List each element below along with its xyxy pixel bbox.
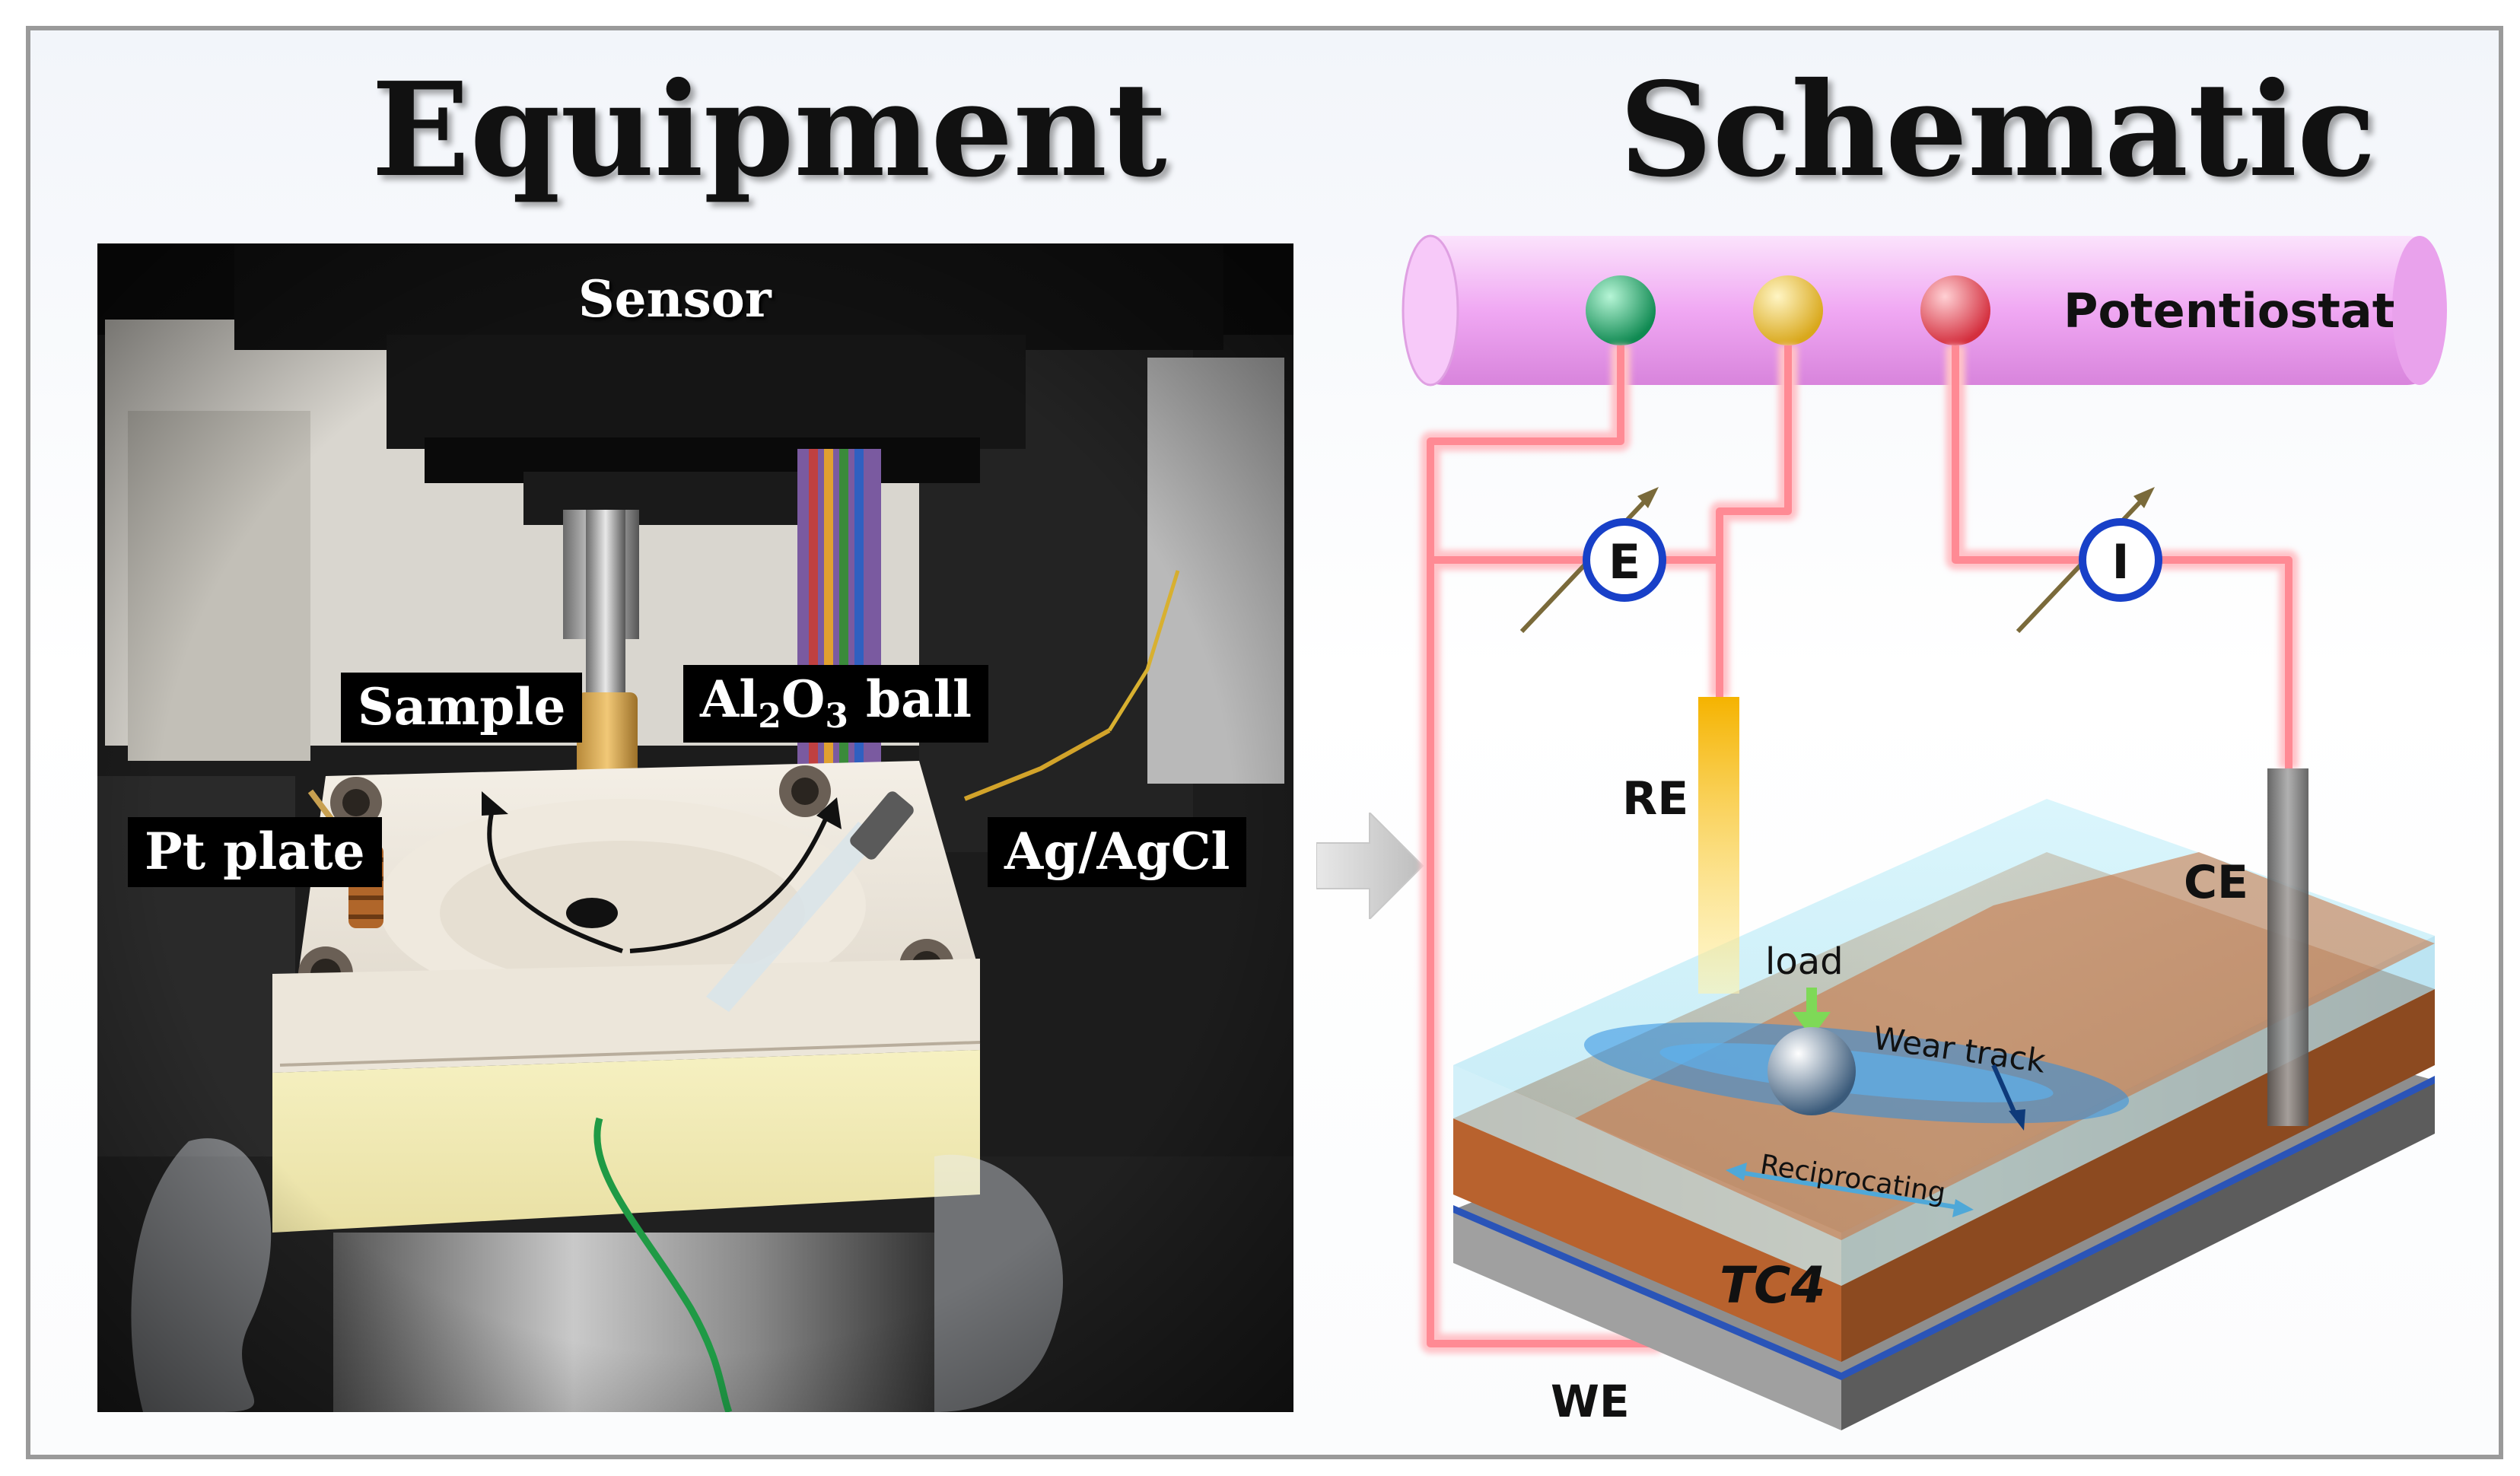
transition-arrow	[1316, 813, 1424, 919]
alumina-ball	[1768, 1027, 1856, 1115]
load-arrow-head	[1793, 1012, 1831, 1038]
sample-label: Sample	[341, 673, 583, 743]
reference-electrode	[1698, 697, 1739, 994]
current-meter: I	[2016, 487, 2162, 634]
potentiostat-label: Potentiostat	[2063, 283, 2394, 339]
meter-e-label: E	[1608, 534, 1640, 590]
ce-label: CE	[2184, 856, 2248, 909]
counter-electrode	[2267, 768, 2308, 1126]
we-label: WE	[1551, 1376, 1630, 1427]
coating-layer-left	[1453, 1205, 1841, 1380]
equipment-photo: Sensor Sample Al2O3 ball Pt plate Ag/AgC…	[97, 243, 1293, 1412]
schematic-diagram: Potentiostat E I	[1402, 234, 2447, 1430]
sample-side-left	[1453, 1118, 1841, 1362]
ag-agcl-label: Ag/AgCl	[988, 817, 1247, 887]
load-arrow-shaft	[1806, 988, 1817, 1015]
sample-visible-surface	[1575, 852, 2435, 1240]
potentiostat-tube	[1402, 234, 2447, 386]
wear-track-pointer	[1991, 1064, 2019, 1118]
re-label: RE	[1622, 772, 1688, 825]
al2o3-ball-label: Al2O3 ball	[683, 665, 989, 743]
meter-i-label: I	[2111, 534, 2129, 590]
electrolyte-side-left	[1453, 1065, 1841, 1286]
sensor-label: Sensor	[578, 269, 772, 329]
coating-layer-right	[1841, 1076, 2435, 1380]
pt-plate-label: Pt plate	[128, 817, 382, 887]
potential-meter: E	[1519, 487, 1666, 634]
tc4-label: TC4	[1720, 1256, 1825, 1315]
reciprocating-arrow	[1734, 1169, 1964, 1210]
equipment-heading: Equipment	[371, 54, 1167, 206]
load-label: load	[1765, 940, 1844, 983]
schematic-heading: Schematic	[1619, 54, 2376, 206]
